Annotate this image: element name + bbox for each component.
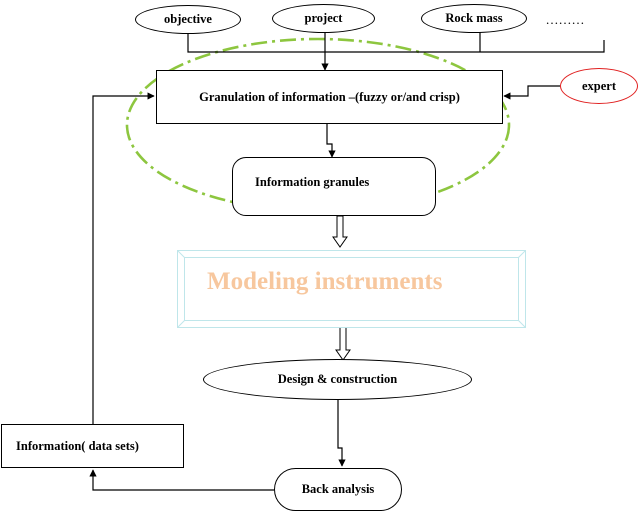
back-analysis-node: Back analysis [274,468,402,511]
information-to-granulation-connector [92,92,155,424]
input-bus-connector [187,31,605,53]
expert-node: expert [560,68,638,104]
rock-mass-label: Rock mass [445,11,503,25]
expert-connector [503,85,560,100]
information-granules-label: Information granules [255,175,370,189]
back-analysis-label: Back analysis [301,482,375,496]
objective-node: objective [135,5,241,34]
granules-to-modeling-arrow [332,215,348,248]
more-inputs-ellipsis: ……… [540,10,590,30]
information-data-sets-label: Information( data sets) [16,438,139,453]
modeling-instruments-node: Modeling instruments [185,258,485,306]
information-granules-node: Information granules [232,157,436,216]
information-data-sets-node: Information( data sets) [1,424,184,468]
design-to-back-analysis-connector [337,398,346,467]
project-node: project [272,4,375,33]
back-analysis-to-information-connector [89,469,274,491]
granulation-node: Granulation of information –(fuzzy or/an… [156,70,503,124]
modeling-to-design-arrow [335,324,351,361]
design-construction-label: Design & construction [277,372,398,386]
design-construction-node: Design & construction [203,359,472,400]
objective-label: objective [164,12,212,26]
expert-label: expert [581,78,616,93]
project-label: project [304,11,343,25]
modeling-instruments-frame [177,250,526,328]
rock-mass-node: Rock mass [421,4,527,33]
more-inputs-label: ……… [545,12,585,27]
granulation-label: Granulation of information –(fuzzy or/an… [199,89,460,104]
modeling-instruments-label: Modeling instruments [207,268,443,295]
granulation-to-granules-connector [326,124,336,158]
